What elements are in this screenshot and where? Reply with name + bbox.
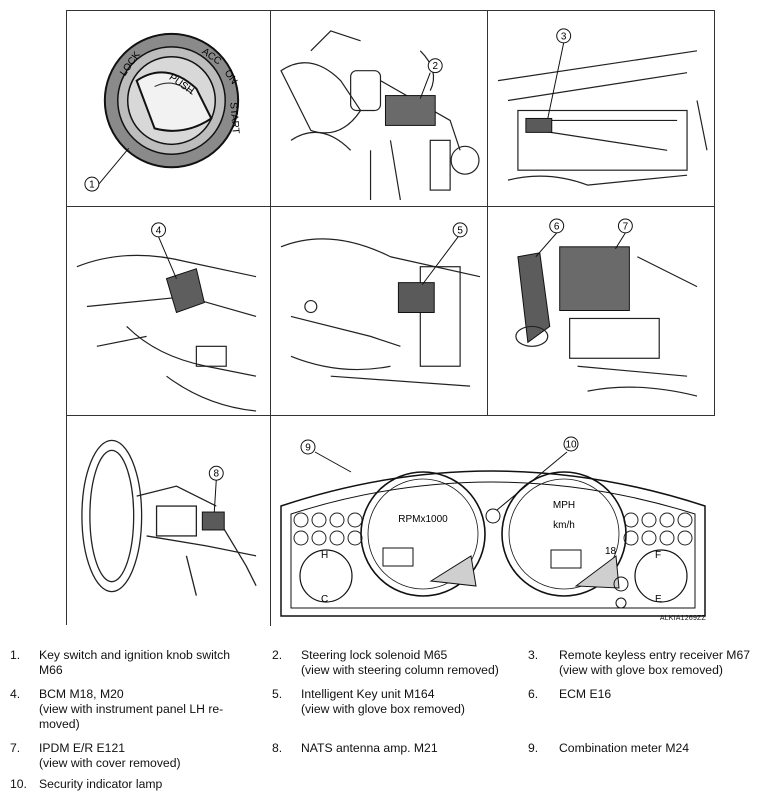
legend-line: NATS antenna amp. M21 bbox=[301, 741, 438, 755]
legend-line: (view with glove box removed) bbox=[301, 702, 465, 716]
callout-6: 6 bbox=[554, 221, 560, 232]
legend-num: 1. bbox=[10, 648, 21, 662]
legend-num: 6. bbox=[528, 687, 539, 701]
legend-line: Combination meter M24 bbox=[559, 741, 690, 755]
start-label: START bbox=[227, 102, 241, 134]
legend-line: (view with glove box removed) bbox=[559, 663, 723, 677]
kmh-label: km/h bbox=[553, 520, 575, 531]
steering-wheel-drawing: 8 bbox=[81, 439, 257, 596]
combination-meter-drawing: RPMx1000 MPH km/h 18 10 H C F E 9 bbox=[280, 436, 706, 617]
panel-intelligent-key: 5 bbox=[271, 207, 488, 416]
panel-keyless-receiver: 3 bbox=[488, 11, 715, 207]
callout-9: 9 bbox=[305, 443, 311, 454]
panel-ecm-ipdm: 6 7 bbox=[488, 207, 715, 416]
legend-line: moved) bbox=[39, 717, 80, 731]
legend-line: IPDM E/R E121 bbox=[39, 741, 126, 755]
legend-line: Key switch and ignition knob switch bbox=[39, 648, 231, 662]
legend-num: 4. bbox=[10, 687, 21, 701]
legend-num: 8. bbox=[272, 741, 283, 755]
temp-c-label: C bbox=[321, 594, 328, 605]
legend-num: 3. bbox=[528, 648, 539, 662]
legend-num: 9. bbox=[528, 741, 539, 755]
mph-label: MPH bbox=[553, 500, 575, 511]
legend-line: Remote keyless entry receiver M67 bbox=[559, 648, 751, 662]
legend-num: 7. bbox=[10, 741, 21, 755]
legend-line: (view with cover removed) bbox=[39, 756, 181, 770]
callout-7: 7 bbox=[623, 221, 629, 232]
ignition-knob-drawing: LOCK ACC ON START PUSH 1 bbox=[84, 32, 241, 192]
component-location-figure: LOCK ACC ON START PUSH 1 bbox=[66, 10, 715, 626]
legend-line: Intelligent Key unit M164 bbox=[301, 687, 435, 701]
legend-num: 2. bbox=[272, 648, 283, 662]
glove-box-area-drawing: 3 bbox=[497, 28, 708, 186]
figure-code: ALKIA1269ZZ bbox=[659, 615, 706, 622]
callout-2: 2 bbox=[432, 61, 438, 72]
engine-room-drawing: 6 7 bbox=[515, 218, 698, 397]
callout-5: 5 bbox=[457, 225, 463, 236]
fuel-f-label: F bbox=[655, 550, 661, 561]
legend-line: BCM M18, M20 bbox=[39, 687, 124, 701]
legend-line: Steering lock solenoid M65 bbox=[301, 648, 448, 662]
panel-nats-antenna: 8 bbox=[67, 416, 271, 626]
indicator-18-label: 18 bbox=[605, 546, 617, 557]
legend-line: M66 bbox=[39, 663, 63, 677]
panel-bcm: 4 bbox=[67, 207, 271, 416]
glove-box-removed-drawing: 5 bbox=[280, 222, 481, 387]
legend-line: Security indicator lamp bbox=[39, 777, 163, 791]
panel-combination-meter: RPMx1000 MPH km/h 18 10 H C F E 9 bbox=[271, 416, 715, 626]
legend-line: (view with steering column removed) bbox=[301, 663, 499, 677]
steering-column-drawing: 2 bbox=[280, 30, 480, 201]
callout-8: 8 bbox=[213, 469, 219, 480]
panel-key-switch: LOCK ACC ON START PUSH 1 bbox=[67, 11, 271, 207]
panel-steering-lock: 2 bbox=[271, 11, 488, 207]
rpm-label: RPMx1000 bbox=[398, 514, 448, 525]
legend-num: 5. bbox=[272, 687, 283, 701]
callout-1: 1 bbox=[89, 180, 95, 191]
fuel-e-label: E bbox=[655, 594, 662, 605]
instrument-panel-lh-drawing: 4 bbox=[76, 222, 257, 412]
callout-10: 10 bbox=[565, 440, 577, 451]
legend-num: 10. bbox=[10, 777, 27, 791]
callout-3: 3 bbox=[561, 31, 567, 42]
legend-line: (view with instrument panel LH re- bbox=[39, 702, 224, 716]
temp-h-label: H bbox=[321, 550, 328, 561]
callout-4: 4 bbox=[156, 225, 162, 236]
legend-line: ECM E16 bbox=[559, 687, 612, 701]
